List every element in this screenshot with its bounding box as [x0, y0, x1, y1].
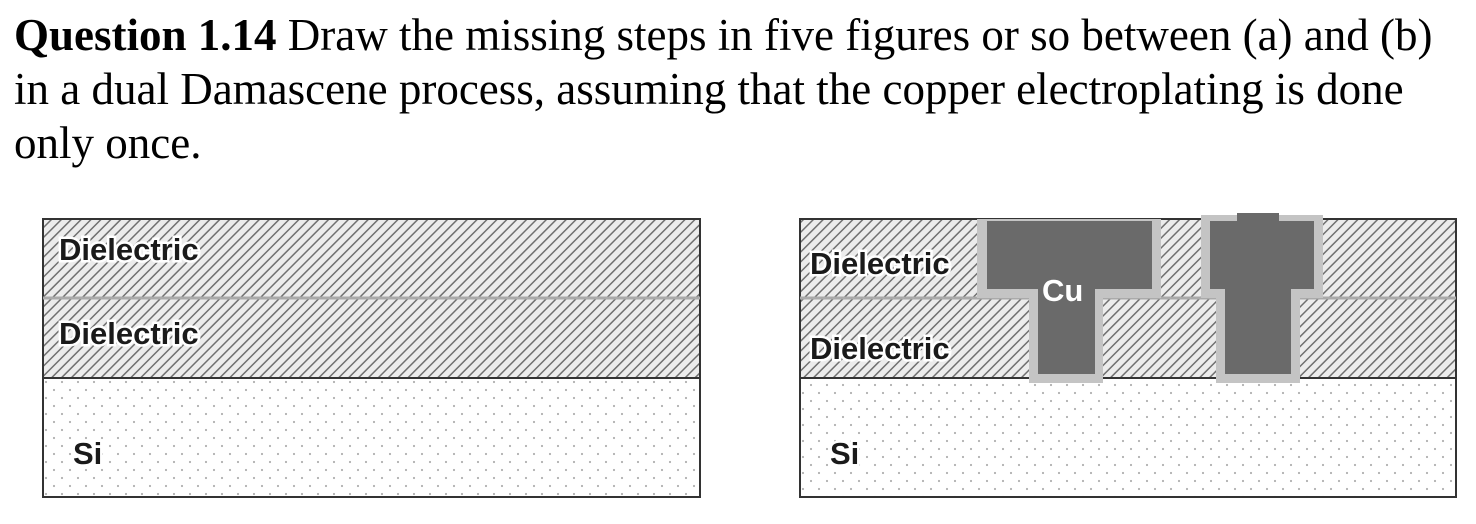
figure-a-diagram: Dielectric Dielectric Si [42, 218, 701, 498]
si-label: Si [830, 436, 859, 471]
bottom-dielectric-label: Dielectric [59, 316, 199, 351]
si-label: Si [73, 436, 102, 471]
question-body: Draw the missing steps in five figures o… [14, 10, 1433, 168]
si-substrate-layer [799, 377, 1457, 498]
cu-label: Cu [1042, 273, 1083, 308]
si-substrate-layer [42, 377, 701, 498]
top-dielectric-label: Dielectric [810, 246, 950, 281]
question-label: Question 1.14 [14, 10, 277, 60]
figure-a: Dielectric Dielectric Si [42, 218, 702, 500]
question-text: Question 1.14 Draw the missing steps in … [14, 8, 1464, 170]
cu-feature-1-copper [987, 221, 1152, 374]
bottom-dielectric-layer [799, 297, 1457, 379]
bottom-dielectric-label: Dielectric [810, 331, 950, 366]
figure-b: Dielectric Dielectric Si Cu [799, 213, 1459, 500]
figure-b-diagram: Dielectric Dielectric Si Cu [799, 213, 1457, 498]
top-dielectric-label: Dielectric [59, 232, 199, 267]
top-dielectric-layer [42, 218, 701, 299]
cu-feature-2-copper [1210, 221, 1314, 374]
